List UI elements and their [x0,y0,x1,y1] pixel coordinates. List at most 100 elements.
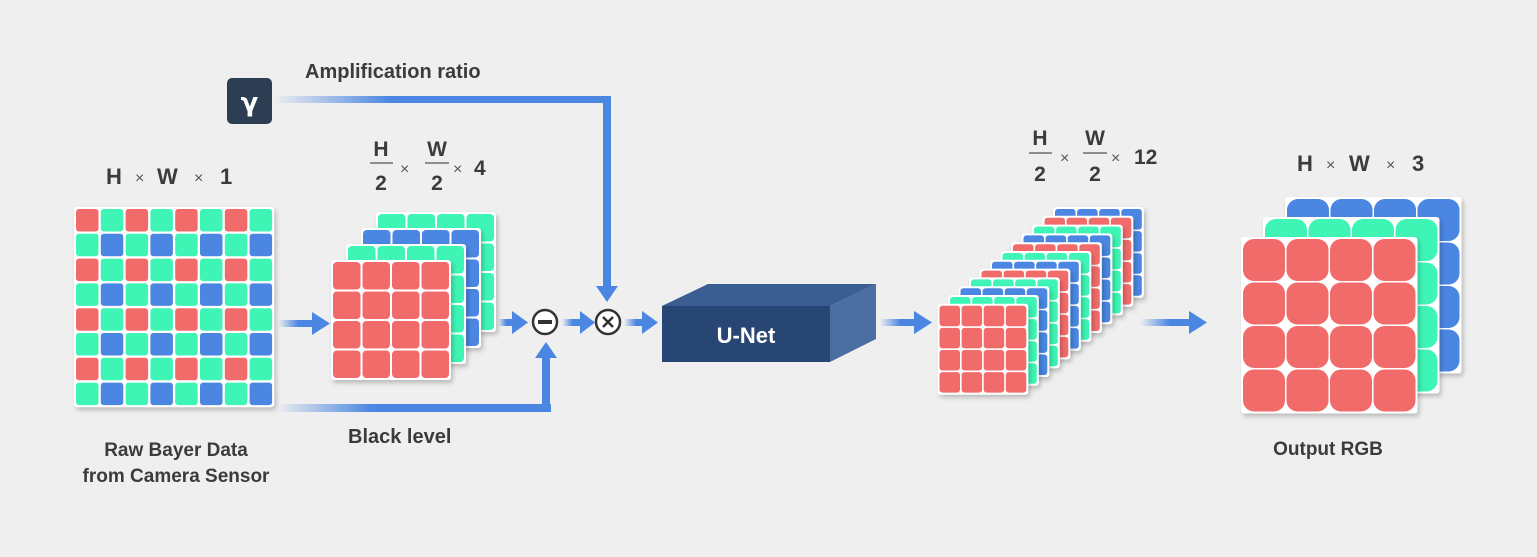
bayer-cell [100,283,124,306]
output-rgb-caption: Output RGB [1273,439,1383,460]
bayer-cell [224,258,248,282]
bayer-cell [200,209,223,232]
bayer-cell [249,209,273,232]
gamma-box: γ [227,78,272,124]
rgb-layer-2-cell [1330,282,1372,325]
svg-text:H: H [1297,151,1313,176]
packed-layer-3-cell [392,350,420,378]
bayer-cell [100,382,124,406]
packed-layer-3-cell [333,321,361,349]
unet-label: U-Net [717,323,776,348]
bayer-cell [76,258,99,282]
bayer-frame [74,207,275,408]
bayer-cell [150,382,173,406]
rgb-layer-2-cell [1330,369,1372,412]
bayer-cell [100,333,124,356]
feature-layer-11-cell [939,350,960,371]
feature-layer-11-cell [1005,350,1027,371]
bayer-cell [125,283,149,306]
svg-text:×: × [400,161,409,178]
packed-layer-3-cell [421,321,449,349]
bayer-cell [76,333,99,356]
rgb-layer-2-cell [1373,239,1416,281]
black-level-arrow [276,342,557,412]
svg-text:3: 3 [1412,151,1424,176]
feature-layer-11-cell [961,372,983,393]
bayer-cell [200,382,223,406]
svg-text:H: H [106,164,122,189]
bayer-cell [224,233,248,257]
rgb-layer-2-frame [1241,237,1418,414]
bayer-cell [76,209,99,232]
feature-layer-11-cell [983,372,1005,393]
bayer-cell [200,308,223,331]
feature-12ch-stack [937,207,1144,395]
features-to-rgb-arrow [1140,311,1207,334]
svg-text:W: W [427,138,447,161]
bayer-cell [249,333,273,356]
bayer-cell [175,357,198,381]
svg-text:2: 2 [375,172,387,195]
packed-layer-3-cell [421,350,449,378]
svg-text:×: × [453,161,462,178]
bayer-cell [200,283,223,306]
bayer-cell [200,258,223,282]
packed-layer-3-cell [333,262,361,290]
raw-bayer-grid [74,207,275,408]
bayer-cell [224,357,248,381]
rgb-layer-2-cell [1243,326,1285,368]
svg-text:2: 2 [1089,163,1101,186]
bayer-cell [150,308,173,331]
svg-text:×: × [1060,150,1069,167]
bayer-cell [200,333,223,356]
svg-text:×: × [1386,157,1395,174]
rgb-layer-2-cell [1243,239,1285,281]
bayer-cell [150,357,173,381]
bayer-cell [150,209,173,232]
packed-layer-3-frame [331,260,451,380]
bayer-cell [175,209,198,232]
bayer-cell [249,357,273,381]
bayer-cell [224,382,248,406]
feature-layer-11-cell [1005,327,1027,349]
packed-4ch-stack [331,212,496,380]
rgb-layer-2-cell [1286,326,1329,368]
rgb-dims-label: H × W × 3 [1297,151,1424,176]
svg-text:H: H [373,138,388,161]
packed-layer-3-cell [333,291,361,319]
bayer-cell [125,333,149,356]
bayer-cell [175,283,198,306]
svg-text:×: × [1111,150,1120,167]
rgb-layer-2-cell [1286,282,1329,325]
bayer-cell [224,283,248,306]
feature-layer-11-cell [983,350,1005,371]
bayer-cell [125,258,149,282]
minus-to-times-arrow [562,311,595,334]
packed-layer-3-cell [392,262,420,290]
rgb-layer-2-cell [1330,326,1372,368]
svg-text:2: 2 [1034,163,1046,186]
svg-text:W: W [1349,151,1370,176]
packed-layer-3-cell [362,291,390,319]
rgb-layer-2-cell [1286,239,1329,281]
feature-layer-11-cell [1005,305,1027,327]
output-rgb-stack [1241,197,1462,414]
raw-dims-label: H × W × 1 [106,164,232,189]
rgb-layer-2-cell [1373,282,1416,325]
feature-layer-11-cell [983,305,1005,327]
packed-layer-3-cell [392,291,420,319]
bayer-cell [224,333,248,356]
feature-layer-11-frame [937,303,1029,395]
bayer-cell [150,233,173,257]
feature-layer-11-cell [961,305,983,327]
bayer-cell [76,283,99,306]
bayer-cell [249,258,273,282]
svg-text:2: 2 [431,172,443,195]
bayer-cell [150,333,173,356]
bayer-cell [125,308,149,331]
packed-layer-3-cell [362,262,390,290]
feature-layer-11-cell [1005,372,1027,393]
packed-layer-3-cell [421,291,449,319]
svg-text:12: 12 [1134,146,1157,169]
